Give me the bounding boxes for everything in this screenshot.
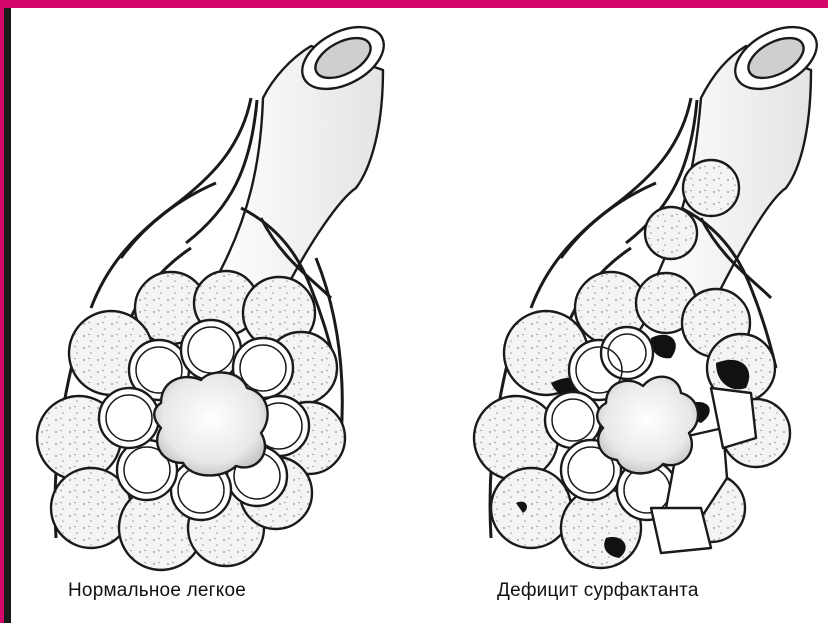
caption-normal-lung: Нормальное легкое	[68, 580, 246, 602]
alveoli-illustration	[11, 8, 828, 623]
top-border	[0, 0, 828, 8]
normal-lung-illustration	[37, 14, 394, 570]
deficient-lung-illustration	[474, 14, 827, 568]
alveolar-sac-left	[154, 372, 267, 475]
diagram-canvas: Нормальное легкое Дефицит сурфактанта	[11, 8, 828, 623]
alveolar-sac-right	[597, 377, 698, 474]
bronchiole-left	[211, 14, 394, 308]
left-border-accent	[0, 8, 4, 623]
caption-surfactant-deficiency: Дефицит сурфактанта	[497, 580, 699, 602]
